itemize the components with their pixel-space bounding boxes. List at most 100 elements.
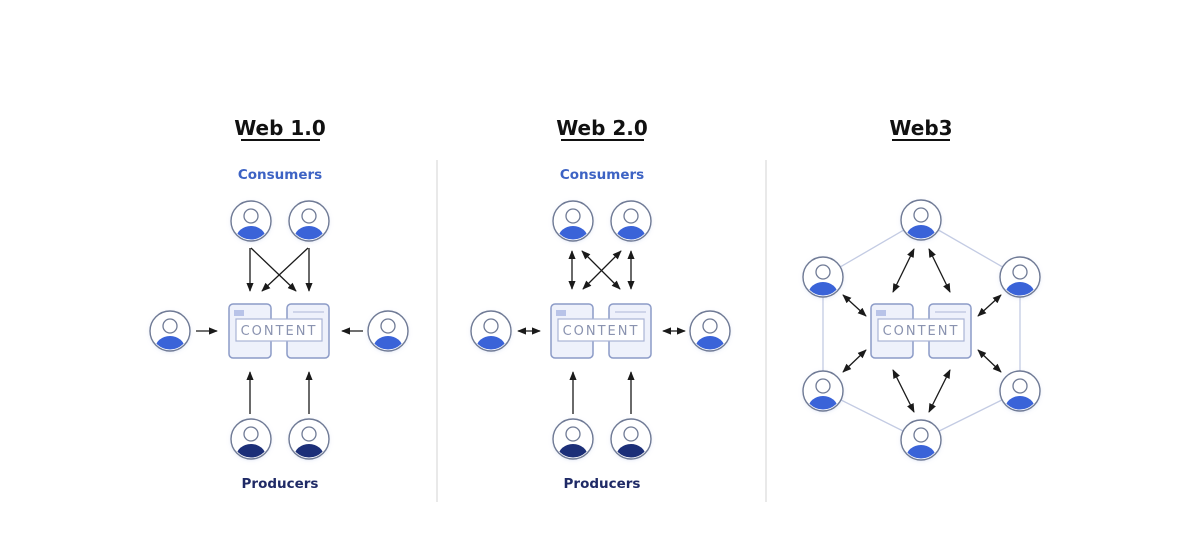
- avatar-ring: [802, 256, 844, 298]
- arrow: [582, 250, 622, 290]
- avatar-ring: [230, 200, 272, 242]
- consumer-avatar: [230, 200, 272, 242]
- consumer-avatar: [689, 310, 731, 352]
- content-label: CONTENT: [883, 324, 960, 339]
- avatar-body: [616, 226, 646, 240]
- avatar-body: [616, 444, 646, 458]
- arrows: [517, 250, 686, 414]
- avatar-body: [1005, 282, 1035, 296]
- content-label: CONTENT: [241, 324, 318, 339]
- avatar-body: [906, 225, 936, 239]
- avatar-head: [301, 426, 317, 442]
- avatar-ring: [230, 418, 272, 460]
- producer-avatar: [230, 418, 272, 460]
- arrow: [892, 369, 915, 413]
- avatar-head: [380, 318, 396, 334]
- avatar-body: [695, 336, 725, 350]
- avatar-ring: [149, 310, 191, 352]
- consumer-avatar: [288, 200, 330, 242]
- avatar-head: [243, 426, 259, 442]
- arrow: [928, 248, 951, 293]
- avatar-ring: [689, 310, 731, 352]
- avatar-ring: [610, 200, 652, 242]
- avatar-ring: [999, 370, 1041, 412]
- producer-avatar: [610, 418, 652, 460]
- avatar-body: [294, 226, 324, 240]
- panel-title: Web3: [889, 116, 952, 140]
- avatar-head: [565, 208, 581, 224]
- panel-title: Web 1.0: [234, 116, 326, 140]
- avatar-head: [623, 208, 639, 224]
- avatar-ring: [367, 310, 409, 352]
- panel-web1: Web 1.0 Consumers CONTENT: [149, 116, 409, 492]
- panel-web3: Web3 CONTENT: [802, 116, 1041, 461]
- avatar-head: [162, 318, 178, 334]
- avatar-ring: [999, 256, 1041, 298]
- content-label: CONTENT: [563, 324, 640, 339]
- producer-avatar: [288, 418, 330, 460]
- avatar-head: [243, 208, 259, 224]
- producers-label: Producers: [242, 476, 319, 492]
- avatar-body: [236, 444, 266, 458]
- arrows: [196, 247, 363, 414]
- avatar-body: [294, 444, 324, 458]
- avatars: [149, 200, 409, 460]
- arrows: [842, 248, 1002, 413]
- avatar-ring: [900, 199, 942, 241]
- avatar-body: [373, 336, 403, 350]
- producers-label: Producers: [564, 476, 641, 492]
- avatar-head: [913, 207, 929, 223]
- avatar-ring: [610, 418, 652, 460]
- peer-avatar: [802, 370, 844, 412]
- content-box: CONTENT: [550, 303, 652, 359]
- avatar-body: [155, 336, 185, 350]
- peer-avatar: [802, 256, 844, 298]
- avatar-ring: [552, 200, 594, 242]
- arrow: [842, 294, 867, 317]
- avatars: [470, 200, 731, 460]
- avatar-body: [558, 226, 588, 240]
- avatar-head: [913, 427, 929, 443]
- peer-avatar: [999, 256, 1041, 298]
- peer-avatar: [999, 370, 1041, 412]
- content-box: CONTENT: [870, 303, 972, 359]
- avatar-head: [815, 378, 831, 394]
- avatar-body: [1005, 396, 1035, 410]
- avatar-ring: [900, 419, 942, 461]
- peer-avatar: [900, 419, 942, 461]
- consumer-avatar: [610, 200, 652, 242]
- avatar-body: [808, 282, 838, 296]
- panel-web2: Web 2.0 Consumers CONTENT: [470, 116, 731, 492]
- avatar-head: [565, 426, 581, 442]
- avatar-head: [301, 208, 317, 224]
- avatar-ring: [288, 418, 330, 460]
- avatar-ring: [552, 418, 594, 460]
- arrow: [250, 247, 297, 292]
- consumer-avatar: [552, 200, 594, 242]
- avatar-head: [1012, 378, 1028, 394]
- arrow: [581, 250, 621, 290]
- avatar-ring: [288, 200, 330, 242]
- avatars: [802, 199, 1041, 461]
- consumers-label: Consumers: [560, 167, 644, 183]
- arrow: [928, 369, 951, 413]
- arrow: [977, 294, 1002, 317]
- consumers-label: Consumers: [238, 167, 322, 183]
- avatar-ring: [470, 310, 512, 352]
- peer-avatar: [900, 199, 942, 241]
- avatar-body: [808, 396, 838, 410]
- avatar-head: [623, 426, 639, 442]
- arrow: [842, 349, 867, 373]
- arrow: [261, 247, 309, 292]
- avatar-head: [483, 318, 499, 334]
- avatar-head: [815, 264, 831, 280]
- arrow: [892, 248, 915, 293]
- avatar-body: [906, 445, 936, 459]
- avatar-body: [236, 226, 266, 240]
- consumer-avatar: [367, 310, 409, 352]
- content-box: CONTENT: [228, 303, 330, 359]
- avatar-body: [558, 444, 588, 458]
- avatar-ring: [802, 370, 844, 412]
- consumer-avatar: [149, 310, 191, 352]
